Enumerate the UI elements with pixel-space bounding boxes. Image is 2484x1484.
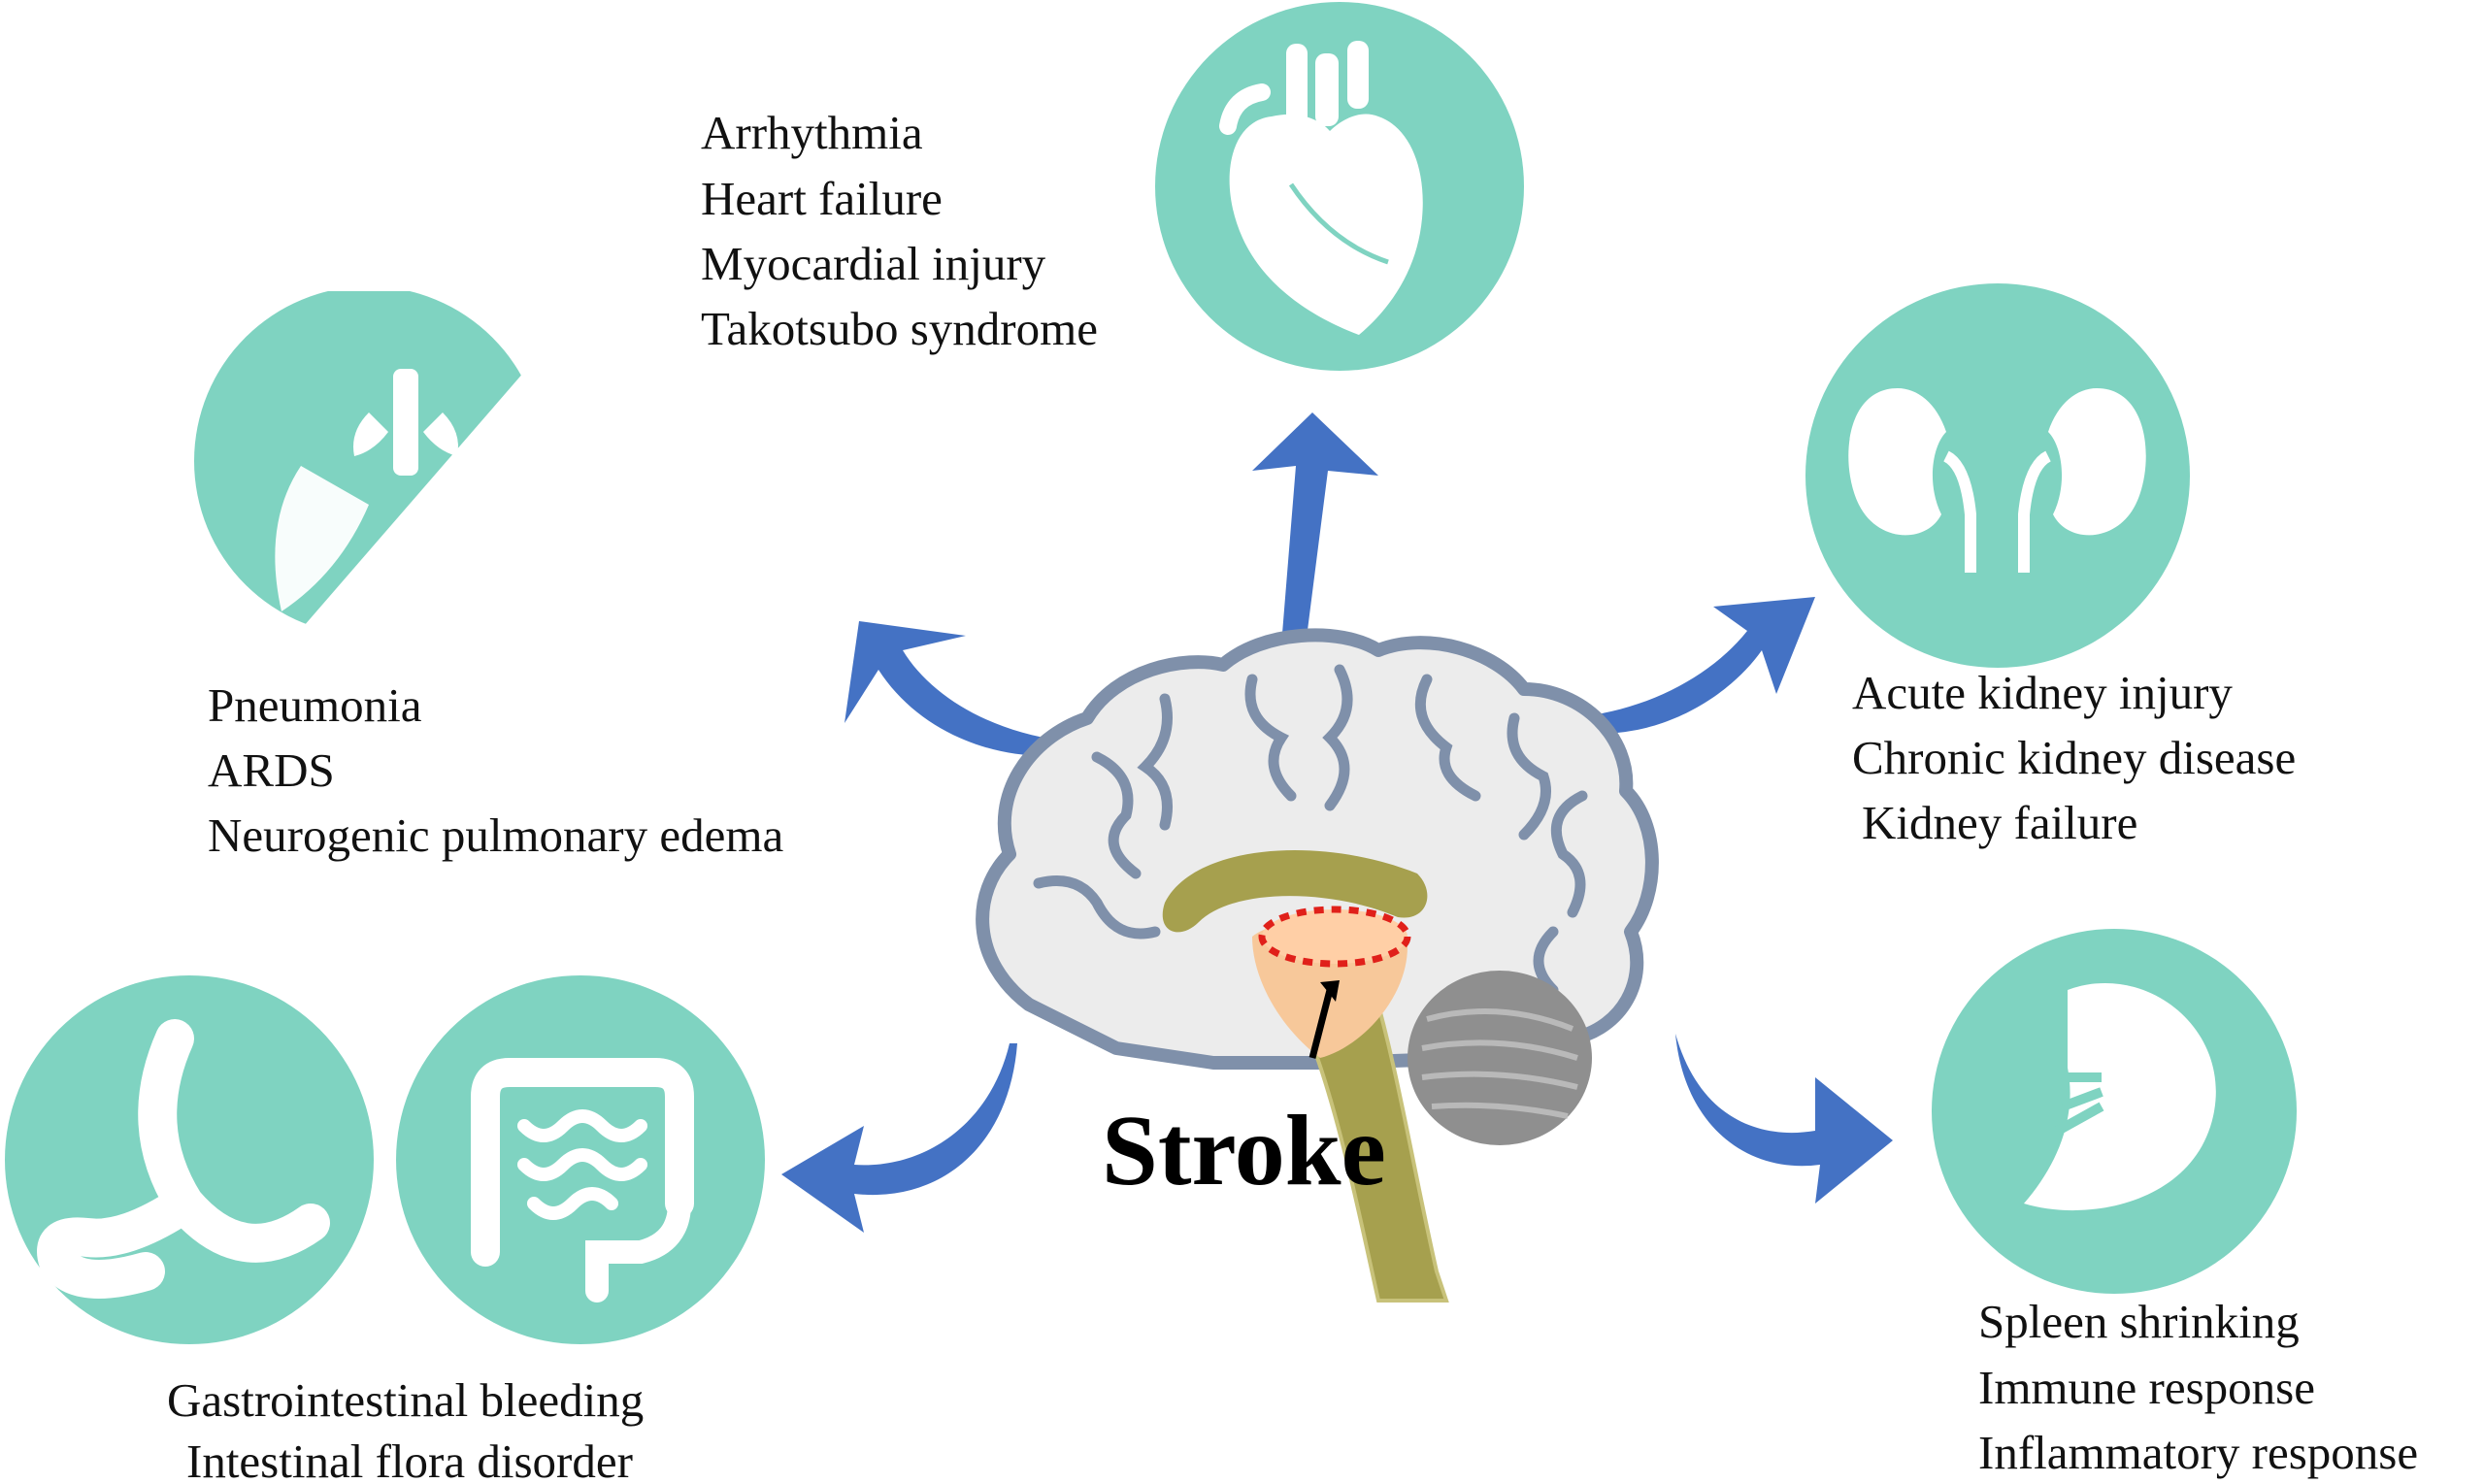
kidney-conditions: Acute kidney injury Chronic kidney disea… xyxy=(1852,666,2296,849)
kidney-icon xyxy=(1848,388,2146,573)
lung-icon xyxy=(275,369,458,611)
lung-conditions: Pneumonia ARDS Neurogenic pulmonary edem… xyxy=(208,678,783,862)
arrow-to-heart xyxy=(1252,412,1378,645)
heart-node xyxy=(1155,2,1524,371)
intestine-node xyxy=(396,975,765,1344)
heart-condition: Myocardial injury xyxy=(701,237,1046,290)
brainstem xyxy=(1308,969,1449,1303)
heart-condition: Arrhythmia xyxy=(701,106,923,159)
heart-conditions: Arrhythmia Heart failure Myocardial inju… xyxy=(701,106,1098,355)
stomach-icon xyxy=(37,1019,330,1299)
brain-outline xyxy=(976,628,1659,1070)
spleen-node xyxy=(1932,929,2297,1294)
arrow-to-gut xyxy=(781,1043,1017,1233)
spleen-condition: Spleen shrinking xyxy=(1978,1295,2300,1348)
lung-condition: Neurogenic pulmonary edema xyxy=(208,808,783,862)
lesion-arrow-head xyxy=(1320,980,1340,1002)
lung-node xyxy=(194,291,544,636)
heart-icon xyxy=(1219,41,1423,335)
spleen-icon xyxy=(2024,982,2216,1211)
corpus-callosum xyxy=(1162,850,1428,933)
arrow-to-spleen xyxy=(1675,1034,1893,1204)
brain-gyri xyxy=(1033,664,1588,996)
kidney-condition: Acute kidney injury xyxy=(1852,666,2233,719)
stroke-label: Stroke xyxy=(1102,1095,1386,1206)
lung-condition: ARDS xyxy=(208,743,335,797)
kidney-condition: Kidney failure xyxy=(1862,796,2137,849)
kidney-condition: Chronic kidney disease xyxy=(1852,731,2296,784)
brain-sagittal-icon xyxy=(976,628,1659,1303)
cerebellum xyxy=(1408,971,1592,1145)
gut-condition: Intestinal flora disorder xyxy=(186,1435,633,1484)
stomach-node xyxy=(5,975,374,1344)
lung-condition: Pneumonia xyxy=(208,678,422,732)
heart-condition: Takotsubo syndrome xyxy=(701,302,1098,355)
spleen-conditions: Spleen shrinking Immune response Inflamm… xyxy=(1978,1295,2418,1479)
kidney-node xyxy=(1805,283,2190,668)
gut-condition: Gastrointestinal bleeding xyxy=(167,1373,644,1427)
lesion-marker xyxy=(1258,906,1411,968)
lung-circle xyxy=(194,291,544,636)
intestine-icon xyxy=(471,1058,694,1303)
gut-conditions: Gastrointestinal bleeding Intestinal flo… xyxy=(167,1373,644,1484)
arrow-to-lung xyxy=(845,621,1082,756)
spleen-condition: Inflammatory response xyxy=(1978,1426,2418,1479)
lesion-arrow xyxy=(1308,989,1334,1059)
spleen-condition: Immune response xyxy=(1978,1361,2315,1414)
kidney-circle xyxy=(1805,283,2190,668)
heart-condition: Heart failure xyxy=(701,172,943,225)
arrows xyxy=(781,412,1893,1233)
arrow-to-kidney xyxy=(1565,597,1815,734)
